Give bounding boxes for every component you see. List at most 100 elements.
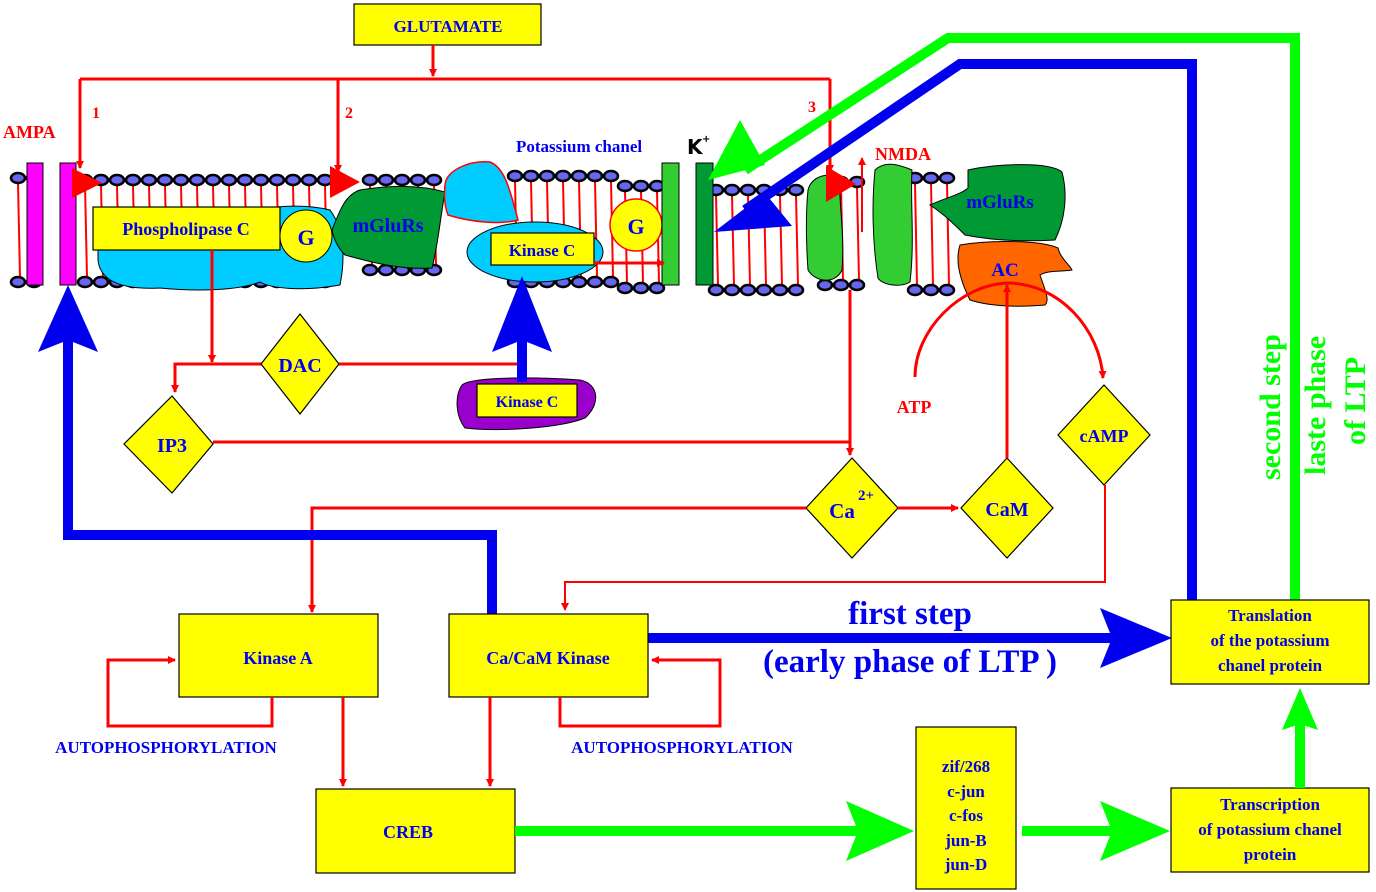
lipid-tail [914, 182, 918, 286]
lipid-head [316, 173, 334, 187]
lipid-head [570, 275, 588, 289]
lipid-head [425, 173, 443, 187]
kinase-c-arrowhead [492, 276, 552, 352]
lipid-head [377, 173, 395, 187]
glutamate-box [353, 3, 542, 46]
lipid-head [739, 283, 757, 297]
lipid-head [632, 179, 650, 193]
camp-label: cAMP [1080, 426, 1129, 446]
lipid-tail [795, 194, 799, 286]
kinase-c-membrane-box [490, 232, 595, 266]
lipid-head [616, 281, 634, 295]
second-step-label: second step [1254, 334, 1287, 480]
cacam-kinase-label: Ca/CaM Kinase [486, 648, 610, 668]
lipid-head [156, 173, 174, 187]
lipid-head [268, 173, 286, 187]
kinase-c-cytosol-box [476, 383, 578, 418]
kinase-a-box [178, 613, 379, 698]
lipid-head [361, 263, 379, 277]
path-3-label: 3 [808, 99, 816, 116]
nmda-label: NMDA [875, 144, 931, 164]
kinase-a-autophosphorylation-loop [106, 656, 274, 728]
ip3-label: IP3 [157, 435, 187, 457]
lipid-head [188, 173, 206, 187]
late-phase-label-1: laste phase [1299, 336, 1332, 475]
lipid-head [204, 173, 222, 187]
lipid-head [570, 169, 588, 183]
creb-box [315, 788, 516, 874]
first-step-arrowhead [1100, 608, 1172, 668]
lipid-head [76, 275, 94, 289]
kinase-a-label: Kinase A [243, 648, 313, 668]
creb-label: CREB [383, 822, 433, 842]
path-1-label: 1 [92, 105, 100, 122]
transcription-to-translation-arrowhead [1282, 688, 1318, 730]
lipid-head [816, 278, 834, 292]
lipid-tail [17, 182, 21, 278]
lipid-head [300, 173, 318, 187]
lipid-head [787, 283, 805, 297]
lipid-head [393, 173, 411, 187]
lipid-head [632, 281, 650, 295]
lipid-head [377, 263, 395, 277]
nmda-activation-triangle [826, 166, 856, 202]
translation-to-channel-path-early [742, 59, 1197, 600]
lipid-head [906, 283, 924, 297]
genes-to-transcription-arrowhead [1100, 801, 1170, 861]
ip3-node [123, 395, 214, 494]
lipid-tail [779, 194, 783, 286]
lipid-head [172, 173, 190, 187]
transcription-box [1170, 787, 1370, 873]
mglur-receptor-left [331, 186, 446, 269]
first-step-label: first step [848, 596, 972, 632]
lipid-head [832, 278, 850, 292]
mglurs-label-left: mGluRs [352, 215, 423, 237]
channel-arrowhead-blue [714, 193, 792, 232]
late-phase-label-2: of LTP [1339, 357, 1372, 445]
translation-to-channel-path-late [742, 33, 1300, 600]
gene-item: jun-D [944, 855, 988, 874]
early-phase-label: (early phase of LTP ) [763, 644, 1057, 680]
mglurs-label-right: mGluRs [966, 192, 1034, 213]
translation-line-3: chanel protein [1218, 656, 1323, 675]
lipid-head [409, 173, 427, 187]
lipid-head [140, 173, 158, 187]
translation-box [1170, 599, 1370, 685]
plc-to-ip3-arrow [171, 362, 268, 393]
autophosphorylation-label-1: AUTOPHOSPHORYLATION [55, 738, 277, 757]
translation-line-2: of the potassium [1210, 631, 1329, 650]
lipid-head [284, 173, 302, 187]
cacam-kinase-box [448, 613, 649, 698]
mglur-activation-triangle [330, 166, 360, 198]
g-protein-2-label: G [627, 214, 644, 239]
dac-label: DAC [278, 355, 321, 377]
calcium-label: Ca [829, 499, 855, 523]
creb-to-genes-arrowhead [846, 801, 914, 861]
calmodulin-node [960, 457, 1054, 559]
glutamate-label: GLUTAMATE [394, 17, 503, 36]
lipid-head [787, 183, 805, 197]
lipid-head [252, 173, 270, 187]
lipid-head [755, 283, 773, 297]
ampa-receptor [26, 162, 77, 286]
nmda-receptor [806, 163, 913, 286]
lipid-head [922, 171, 940, 185]
transcription-line-1: Transcription [1220, 795, 1320, 814]
ca-to-kinase-a-arrow [308, 506, 806, 613]
lipid-head [554, 169, 572, 183]
gene-item: zif/268 [942, 757, 990, 776]
lipid-head [236, 173, 254, 187]
path-2-label: 2 [345, 105, 353, 122]
channel-arrowhead-green [708, 120, 765, 180]
g-protein-1-label: G [297, 225, 314, 250]
lipid-tail [731, 194, 735, 286]
lipid-head [616, 179, 634, 193]
k-ion-charge: + [702, 134, 710, 145]
lipid-head [506, 169, 524, 183]
lipid-head [739, 183, 757, 197]
lipid-head [124, 173, 142, 187]
lipid-head [9, 275, 27, 289]
lipid-head [108, 173, 126, 187]
lipid-head [848, 278, 866, 292]
